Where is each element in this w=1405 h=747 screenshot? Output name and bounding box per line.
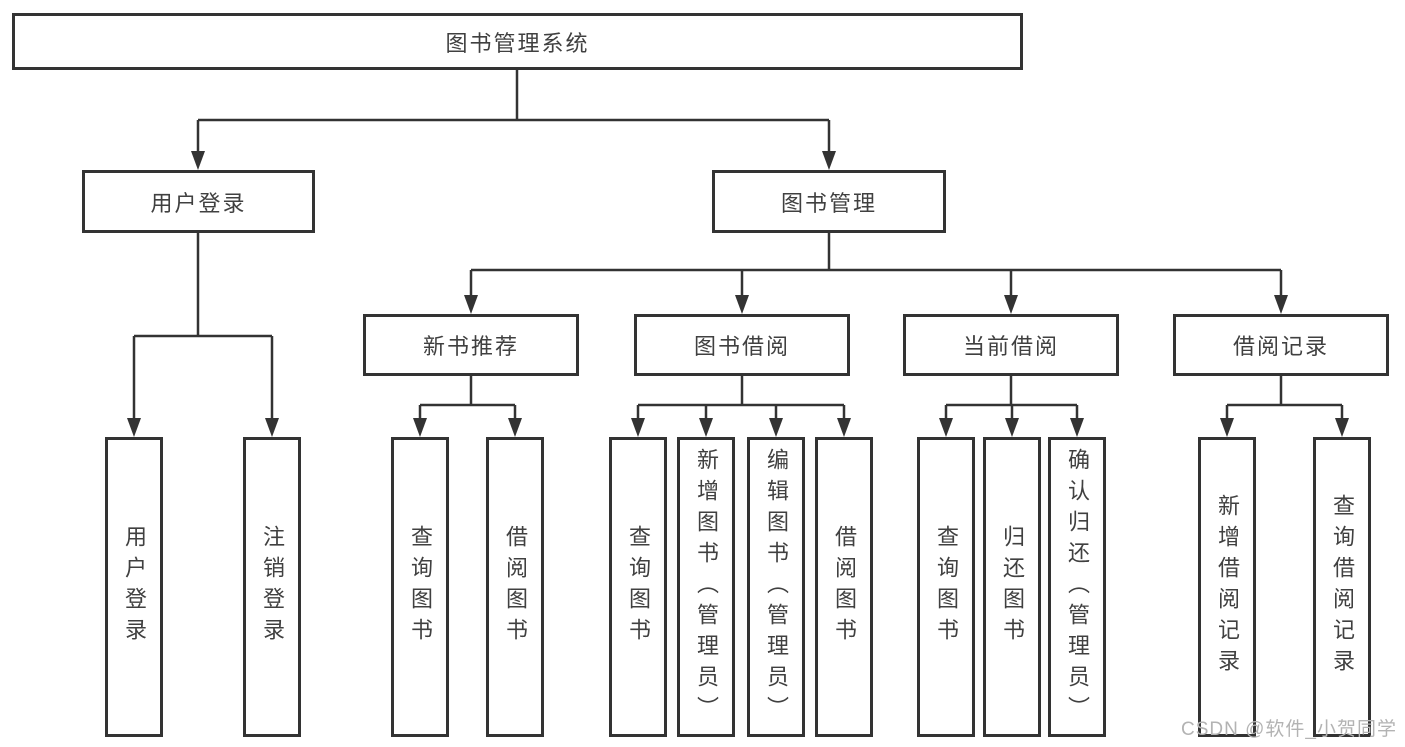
leaf-confirm-return-admin: 确认归还（管理员） bbox=[1048, 437, 1106, 737]
leaf-add-book-admin: 新增图书（管理员） bbox=[677, 437, 735, 737]
node-new-book-recommend-label: 新书推荐 bbox=[422, 334, 519, 359]
leaf-query-book-recommend: 查询图书 bbox=[391, 437, 449, 737]
leaf-borrow-book-recommend-label: 借阅图书 bbox=[503, 525, 528, 649]
node-root-label: 图书管理系统 bbox=[445, 30, 590, 56]
node-book-management: 图书管理 bbox=[712, 170, 946, 233]
leaf-add-borrow-record: 新增借阅记录 bbox=[1198, 437, 1256, 737]
leaf-edit-book-admin: 编辑图书（管理员） bbox=[747, 437, 805, 737]
leaf-confirm-return-admin-label: 确认归还（管理员） bbox=[1065, 447, 1090, 727]
node-book-borrow: 图书借阅 bbox=[634, 314, 850, 376]
node-current-borrow: 当前借阅 bbox=[903, 314, 1119, 376]
leaf-query-borrow-record-label: 查询借阅记录 bbox=[1330, 494, 1355, 680]
leaf-query-borrow-record: 查询借阅记录 bbox=[1313, 437, 1371, 737]
leaf-user-login: 用户登录 bbox=[105, 437, 163, 737]
node-new-book-recommend: 新书推荐 bbox=[363, 314, 579, 376]
leaf-query-book-borrow: 查询图书 bbox=[609, 437, 667, 737]
node-book-borrow-label: 图书借阅 bbox=[693, 334, 790, 359]
leaf-borrow-book: 借阅图书 bbox=[815, 437, 873, 737]
leaf-user-login-label: 用户登录 bbox=[122, 525, 147, 649]
node-user-login: 用户登录 bbox=[82, 170, 315, 233]
node-borrow-record-label: 借阅记录 bbox=[1232, 334, 1329, 359]
leaf-query-book-current: 查询图书 bbox=[917, 437, 975, 737]
node-book-management-label: 图书管理 bbox=[780, 190, 877, 216]
node-current-borrow-label: 当前借阅 bbox=[962, 334, 1059, 359]
node-user-login-label: 用户登录 bbox=[150, 190, 247, 216]
leaf-borrow-book-recommend: 借阅图书 bbox=[486, 437, 544, 737]
watermark-text: CSDN @软件_小贺同学 bbox=[1181, 719, 1397, 740]
leaf-query-book-current-label: 查询图书 bbox=[934, 525, 959, 649]
leaf-logout: 注销登录 bbox=[243, 437, 301, 737]
leaf-query-book-borrow-label: 查询图书 bbox=[626, 525, 651, 649]
leaf-return-book: 归还图书 bbox=[983, 437, 1041, 737]
arrowheads bbox=[127, 151, 1349, 437]
leaf-logout-label: 注销登录 bbox=[260, 525, 285, 649]
node-borrow-record: 借阅记录 bbox=[1173, 314, 1389, 376]
leaf-add-borrow-record-label: 新增借阅记录 bbox=[1215, 494, 1240, 680]
node-root: 图书管理系统 bbox=[12, 13, 1023, 70]
leaf-query-book-recommend-label: 查询图书 bbox=[408, 525, 433, 649]
leaf-borrow-book-label: 借阅图书 bbox=[832, 525, 857, 649]
leaf-add-book-admin-label: 新增图书（管理员） bbox=[694, 447, 719, 727]
leaf-return-book-label: 归还图书 bbox=[1000, 525, 1025, 649]
leaf-edit-book-admin-label: 编辑图书（管理员） bbox=[764, 447, 789, 727]
